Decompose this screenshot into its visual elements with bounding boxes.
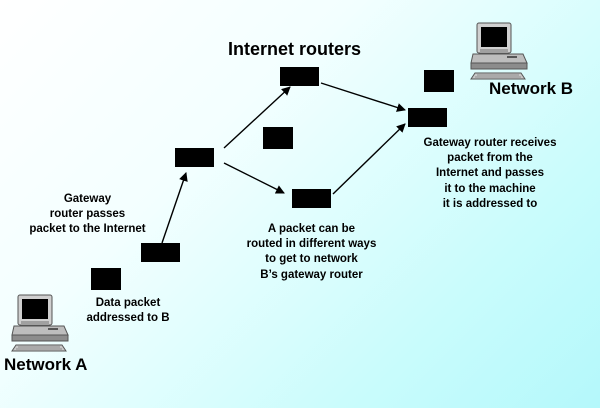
gateway-a-caption: Gateway router passes packet to the Inte… bbox=[29, 193, 146, 236]
router-box-icon bbox=[280, 67, 319, 86]
envelope-icon bbox=[91, 268, 121, 290]
arrow-router-2-to-gateway-b bbox=[320, 82, 406, 112]
router-box-icon bbox=[141, 243, 180, 262]
gateway-b-caption: Gateway router receives packet from the … bbox=[423, 137, 557, 210]
arrow-router-3-to-gateway-b bbox=[332, 123, 406, 195]
routing-caption: A packet can be routed in different ways… bbox=[246, 223, 377, 281]
arrow-gateway-a-to-router-1 bbox=[161, 172, 188, 244]
arrow-router-1-to-router-2 bbox=[223, 86, 291, 149]
data-packet-caption: Data packet addressed to B bbox=[86, 297, 170, 325]
network-a-label: Network A bbox=[4, 355, 88, 374]
envelope-icon bbox=[263, 127, 293, 149]
arrow-router-1-to-router-3 bbox=[223, 162, 285, 194]
router-box-icon bbox=[175, 148, 214, 167]
envelope-icon bbox=[424, 70, 454, 92]
network-b-label: Network B bbox=[489, 79, 574, 98]
computer-icon bbox=[470, 22, 528, 80]
router-box-icon bbox=[292, 189, 331, 208]
router-box-icon bbox=[408, 108, 447, 127]
diagram-title: Internet routers bbox=[228, 39, 362, 59]
computer-icon bbox=[11, 294, 69, 352]
